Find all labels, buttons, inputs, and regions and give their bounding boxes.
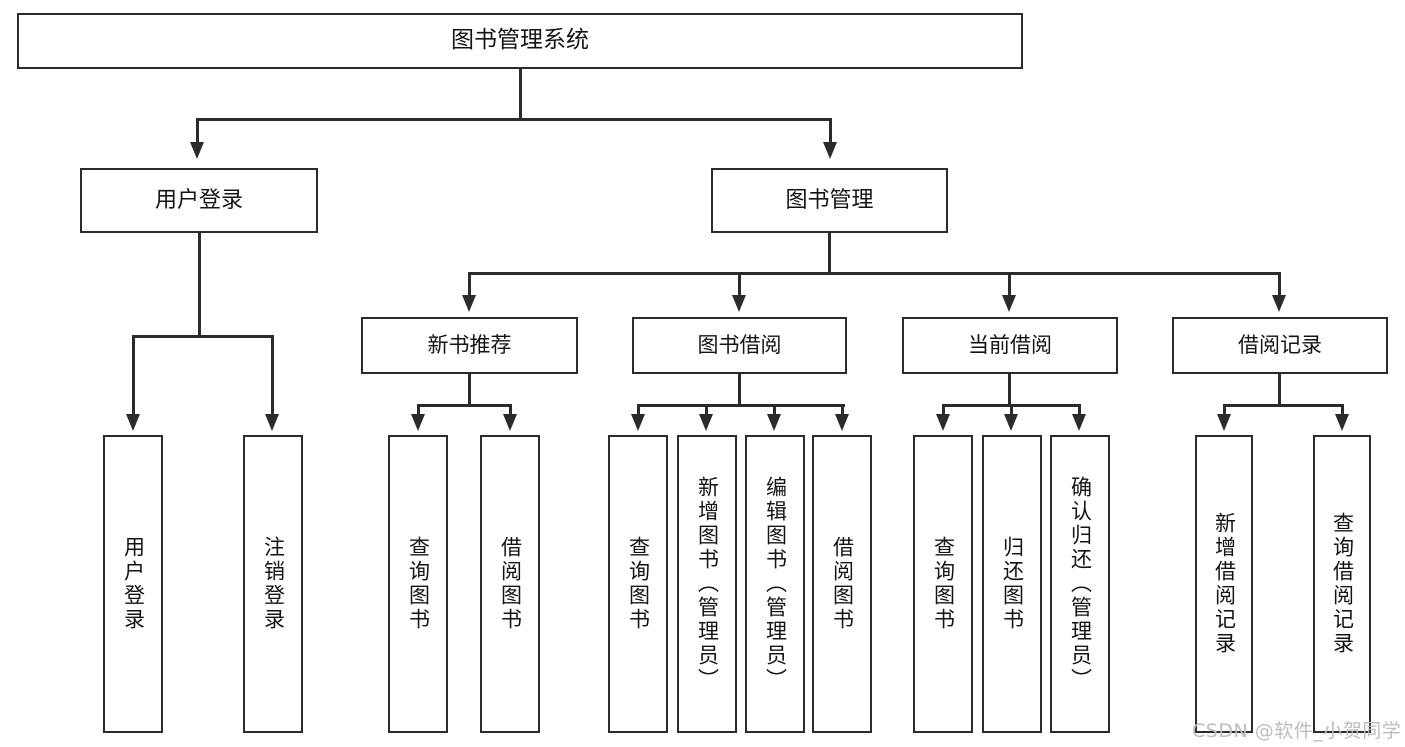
connector-userlogin-bus bbox=[132, 335, 274, 338]
leaf-label: 编辑图书（管理员） bbox=[763, 476, 788, 692]
leaf-label: 确认归还（管理员） bbox=[1068, 476, 1093, 692]
arrow-to-user-login bbox=[190, 142, 204, 159]
connector-recommend-drop-2 bbox=[509, 404, 512, 416]
connector-recommend-stem bbox=[468, 374, 471, 406]
leaf-label: 查询图书 bbox=[406, 536, 431, 632]
connector-record-bus bbox=[1223, 404, 1343, 407]
arrow-to-leaf-query-book-2 bbox=[631, 414, 645, 431]
leaf-label: 查询图书 bbox=[931, 536, 956, 632]
connector-record-drop-1 bbox=[1223, 404, 1226, 416]
arrow-to-leaf-return-book bbox=[1004, 414, 1018, 431]
leaf-label: 新增图书（管理员） bbox=[695, 476, 720, 692]
connector-root-drop-right bbox=[829, 118, 832, 143]
connector-borrow-drop-3 bbox=[773, 404, 776, 416]
leaf-edit-book-admin[interactable]: 编辑图书（管理员） bbox=[745, 435, 805, 733]
connector-record-stem bbox=[1278, 374, 1281, 406]
leaf-confirm-return-admin[interactable]: 确认归还（管理员） bbox=[1050, 435, 1110, 733]
connector-userlogin-stem bbox=[198, 233, 201, 337]
connector-borrow-drop-4 bbox=[841, 404, 844, 416]
arrow-to-leaf-query-book-3 bbox=[936, 414, 950, 431]
node-label: 新书推荐 bbox=[427, 333, 512, 358]
leaf-label: 查询借阅记录 bbox=[1330, 512, 1355, 656]
arrow-to-leaf-edit-book bbox=[767, 414, 781, 431]
connector-bookmgmt-bus bbox=[468, 272, 1280, 275]
leaf-add-book-admin[interactable]: 新增图书（管理员） bbox=[677, 435, 737, 733]
arrow-to-new-book-recommend bbox=[462, 295, 476, 312]
arrow-to-leaf-add-book bbox=[699, 414, 713, 431]
connector-current-stem bbox=[1008, 374, 1011, 406]
connector-bookmgmt-drop-4 bbox=[1278, 272, 1281, 296]
leaf-borrow-book-recommend[interactable]: 借阅图书 bbox=[480, 435, 540, 733]
node-book-borrow[interactable]: 图书借阅 bbox=[632, 317, 847, 374]
node-book-management[interactable]: 图书管理 bbox=[711, 168, 948, 233]
node-borrow-record[interactable]: 借阅记录 bbox=[1172, 317, 1388, 374]
arrow-to-book-manage bbox=[823, 142, 837, 159]
connector-borrow-drop-2 bbox=[705, 404, 708, 416]
connector-bookmgmt-drop-2 bbox=[738, 272, 741, 296]
connector-borrow-drop-1 bbox=[637, 404, 640, 416]
connector-userlogin-drop-1 bbox=[132, 335, 135, 415]
arrow-to-leaf-logout bbox=[265, 414, 279, 431]
connector-root-drop-left bbox=[196, 118, 199, 143]
arrow-to-leaf-user-login bbox=[126, 414, 140, 431]
node-current-borrow[interactable]: 当前借阅 bbox=[902, 317, 1118, 374]
node-label: 借阅记录 bbox=[1238, 333, 1322, 358]
leaf-query-book-current[interactable]: 查询图书 bbox=[913, 435, 973, 733]
leaf-return-book[interactable]: 归还图书 bbox=[982, 435, 1042, 733]
connector-recommend-drop-1 bbox=[417, 404, 420, 416]
arrow-to-leaf-borrow-book-2 bbox=[835, 414, 849, 431]
arrow-to-leaf-query-record bbox=[1335, 414, 1349, 431]
node-label: 图书管理 bbox=[785, 187, 874, 213]
connector-bookmgmt-drop-3 bbox=[1008, 272, 1011, 296]
connector-current-drop-3 bbox=[1078, 404, 1081, 416]
leaf-label: 借阅图书 bbox=[498, 536, 523, 632]
arrow-to-current-borrow bbox=[1002, 295, 1016, 312]
connector-root-bus bbox=[196, 118, 832, 121]
leaf-label: 新增借阅记录 bbox=[1212, 512, 1237, 656]
node-new-book-recommend[interactable]: 新书推荐 bbox=[361, 317, 578, 374]
connector-record-drop-2 bbox=[1341, 404, 1344, 416]
leaf-label: 注销登录 bbox=[261, 536, 286, 632]
arrow-to-leaf-add-record bbox=[1217, 414, 1231, 431]
connector-current-drop-1 bbox=[942, 404, 945, 416]
leaf-label: 用户登录 bbox=[121, 536, 146, 632]
connector-root-stem bbox=[519, 69, 522, 120]
leaf-label: 查询图书 bbox=[626, 536, 651, 632]
arrow-to-leaf-borrow-book-1 bbox=[503, 414, 517, 431]
leaf-add-borrow-record[interactable]: 新增借阅记录 bbox=[1195, 435, 1253, 733]
leaf-user-login[interactable]: 用户登录 bbox=[103, 435, 163, 733]
node-label: 用户登录 bbox=[154, 187, 243, 213]
connector-current-drop-2 bbox=[1010, 404, 1013, 416]
connector-bookmgmt-drop-1 bbox=[468, 272, 471, 296]
arrow-to-leaf-confirm-return bbox=[1072, 414, 1086, 431]
connector-recommend-bus bbox=[417, 404, 512, 407]
arrow-to-leaf-query-book-1 bbox=[411, 414, 425, 431]
arrow-to-book-borrow bbox=[732, 295, 746, 312]
node-label: 图书管理系统 bbox=[451, 27, 589, 54]
leaf-query-book-recommend[interactable]: 查询图书 bbox=[388, 435, 448, 733]
leaf-label: 借阅图书 bbox=[830, 536, 855, 632]
connector-bookmgmt-stem bbox=[828, 233, 831, 274]
connector-userlogin-drop-2 bbox=[271, 335, 274, 415]
leaf-label: 归还图书 bbox=[1000, 536, 1025, 632]
leaf-borrow-book[interactable]: 借阅图书 bbox=[812, 435, 872, 733]
connector-borrow-bus bbox=[637, 404, 845, 407]
connector-borrow-stem bbox=[738, 374, 741, 406]
leaf-logout[interactable]: 注销登录 bbox=[243, 435, 303, 733]
node-label: 图书借阅 bbox=[697, 333, 782, 358]
node-user-login[interactable]: 用户登录 bbox=[80, 168, 318, 233]
arrow-to-borrow-record bbox=[1272, 295, 1286, 312]
node-label: 当前借阅 bbox=[968, 333, 1052, 358]
leaf-query-borrow-record[interactable]: 查询借阅记录 bbox=[1313, 435, 1371, 733]
node-root-system[interactable]: 图书管理系统 bbox=[17, 13, 1023, 69]
leaf-query-book-borrow[interactable]: 查询图书 bbox=[608, 435, 668, 733]
